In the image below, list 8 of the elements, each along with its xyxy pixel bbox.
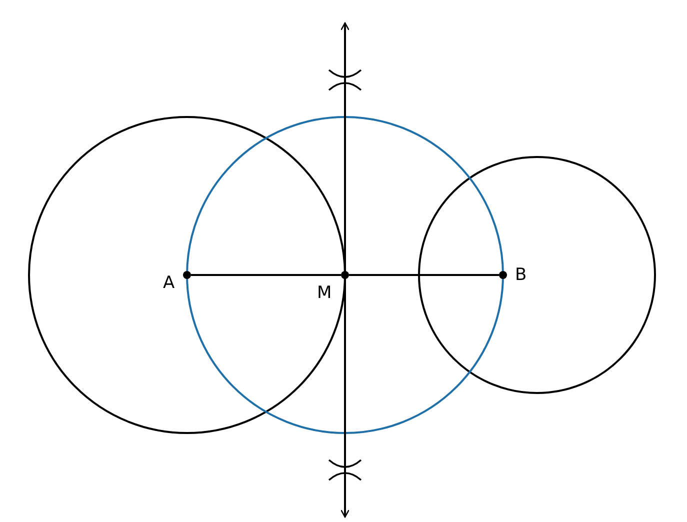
point-label: A: [163, 273, 175, 293]
point-label: B: [515, 265, 527, 285]
point-dot: [341, 271, 349, 279]
point-label: M: [317, 283, 332, 303]
point-dot: [183, 271, 191, 279]
line-segment: [191, 274, 341, 276]
line-segment: [349, 274, 499, 276]
point-dot: [499, 271, 507, 279]
